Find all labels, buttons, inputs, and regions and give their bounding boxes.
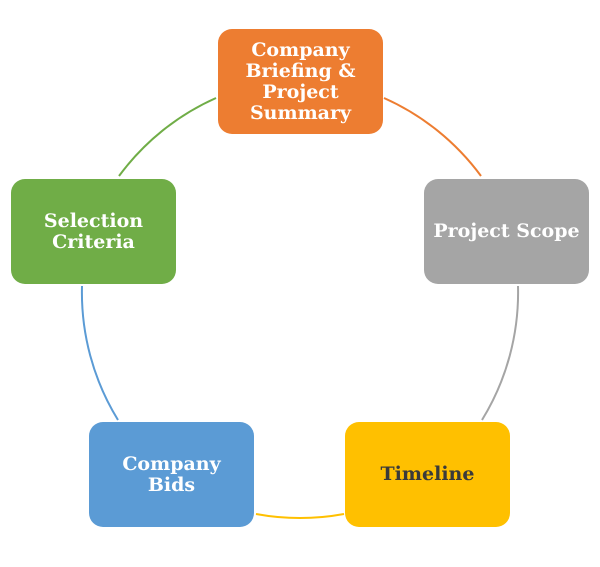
node-selection-criteria: Selection Criteria [11,179,176,284]
connector-briefing-to-scope [383,97,482,177]
node-timeline: Timeline [345,422,510,527]
node-company-briefing-label: Company Briefing & Project Summary [245,38,356,124]
connector-bids-to-criteria [80,285,119,421]
node-timeline-label: Timeline [380,463,475,485]
node-company-bids: Company Bids [89,422,254,527]
node-project-scope-label: Project Scope [433,220,580,242]
node-project-scope: Project Scope [424,179,589,284]
node-company-bids-label: Company Bids [122,452,221,496]
node-company-briefing: Company Briefing & Project Summary [218,29,383,134]
connector-scope-to-timeline [481,285,520,421]
connector-timeline-to-bids [255,513,345,519]
node-selection-criteria-label: Selection Criteria [43,209,144,253]
connector-criteria-to-briefing [118,97,217,177]
